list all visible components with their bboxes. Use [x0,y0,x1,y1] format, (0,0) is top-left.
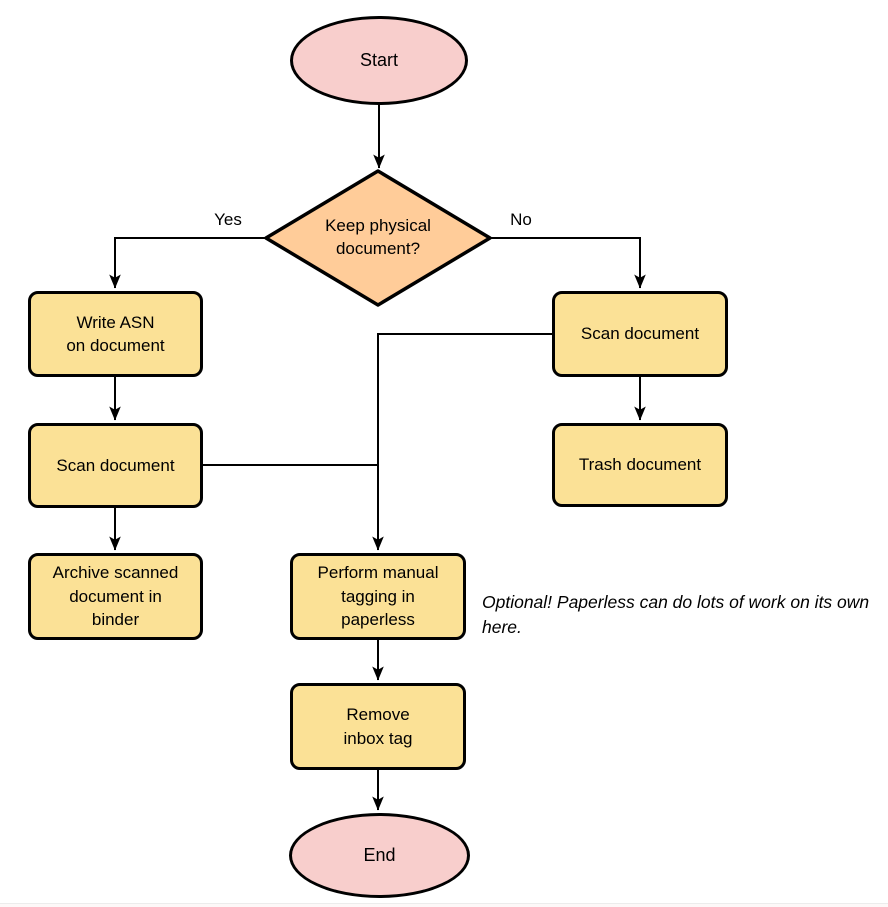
process-line: tagging in [341,586,415,606]
process-remove-inbox-tag: Remove inbox tag [290,683,466,770]
process-line: Remove [346,705,410,725]
process-write-asn: Write ASN on document [28,291,203,377]
process-line: Trash document [578,455,702,475]
process-line: document in [69,586,162,606]
process-line: Perform manual [317,563,439,583]
process-manual-tagging: Perform manual tagging in paperless [290,553,466,640]
yes-edge-label: Yes [214,210,242,229]
end-label: End [363,845,396,866]
process-line: Scan document [580,324,700,344]
edge-scanright-to-perform [372,333,552,551]
process-trash-document: Trash document [552,423,728,507]
start-label: Start [359,50,398,71]
process-line: Archive scanned [52,563,179,583]
decision-diamond-label: Keep physical document? [276,210,480,266]
process-line: paperless [341,610,415,630]
process-line: binder [91,610,140,630]
end-terminal: End [289,813,470,898]
bottom-divider [0,903,888,907]
process-scan-document-right: Scan document [552,291,728,377]
process-archive-in-binder: Archive scanned document in binder [28,553,203,640]
optional-note-text: Optional! Paperless can do lots of work … [482,592,870,638]
process-line: Write ASN [76,312,155,332]
edge-decision-yes [109,237,266,289]
process-line: inbox tag [343,728,413,748]
decision-diamond-shape [264,169,492,307]
decision-line: document? [335,239,421,258]
process-scan-document-left: Scan document [28,423,203,508]
start-terminal: Start [290,16,468,105]
process-line: Scan document [56,455,175,475]
decision-line: Keep physical [325,216,431,236]
process-line: on document [66,336,165,355]
edge-decision-no [490,237,646,289]
no-edge-label: No [510,210,532,229]
